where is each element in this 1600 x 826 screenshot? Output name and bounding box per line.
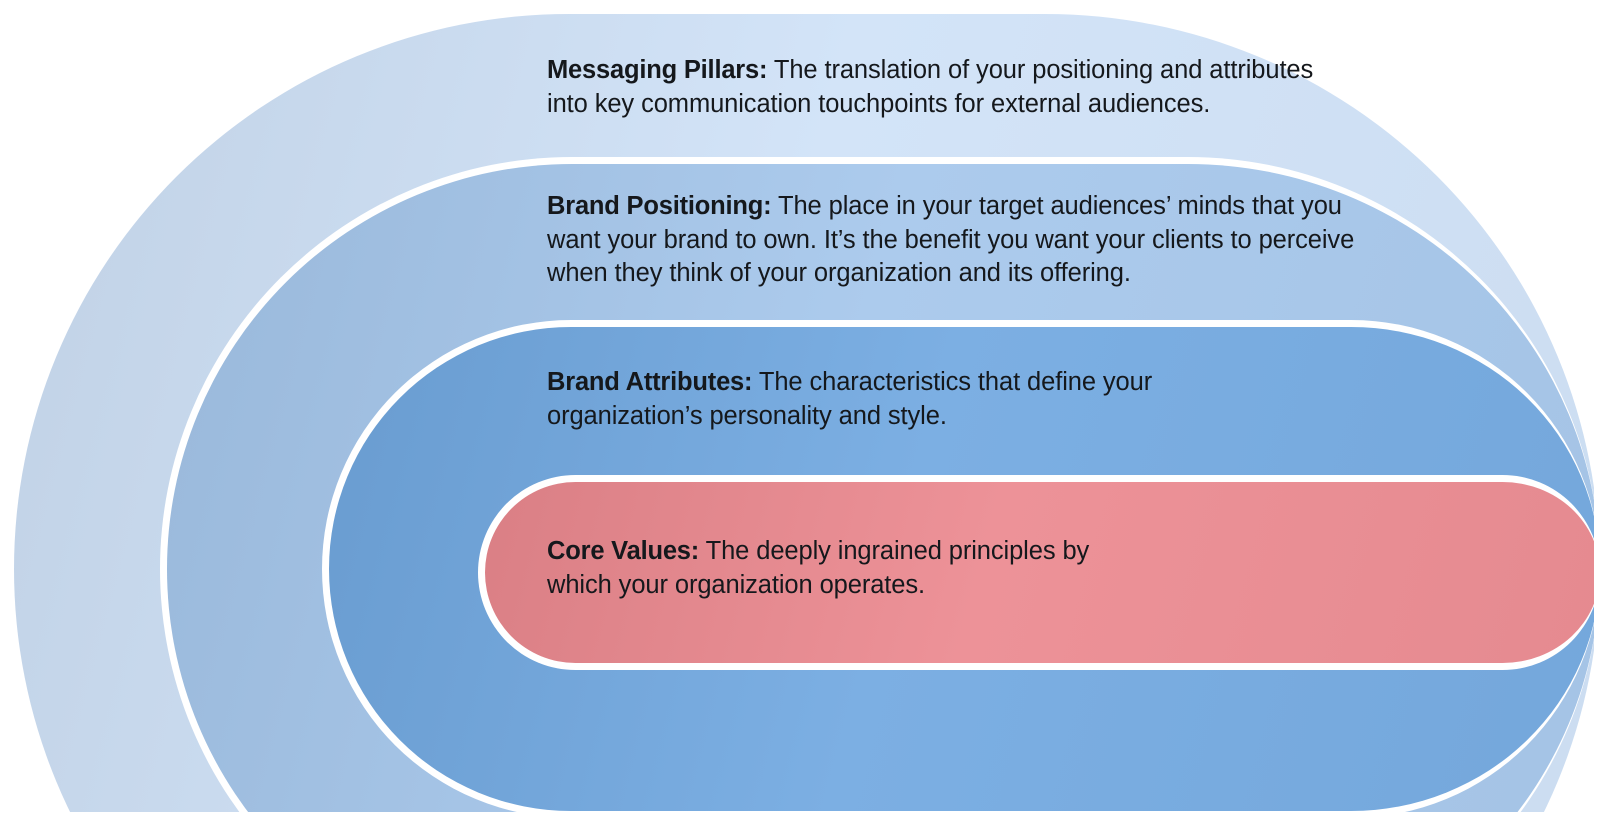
description-core-values: The deeply ingrained principles by which… xyxy=(547,537,1090,599)
label-messaging-pillars: Messaging Pillars: The translation of yo… xyxy=(547,54,1337,121)
description-brand-positioning: The place in your target audiences’ mind… xyxy=(547,192,1355,287)
label-brand-positioning: Brand Positioning: The place in your tar… xyxy=(547,190,1367,291)
term-brand-positioning: Brand Positioning: xyxy=(547,192,772,220)
term-brand-attributes: Brand Attributes: xyxy=(547,368,753,396)
label-brand-attributes: Brand Attributes: The characteristics th… xyxy=(547,366,1207,433)
label-core-values: Core Values: The deeply ingrained princi… xyxy=(547,535,1147,602)
band-core-values[interactable] xyxy=(478,475,1600,670)
bottom-margin-trim xyxy=(0,812,1600,826)
term-core-values: Core Values: xyxy=(547,537,700,565)
description-messaging-pillars: The translation of your positioning and … xyxy=(547,56,1314,118)
right-margin-trim xyxy=(1594,0,1600,812)
description-brand-attributes: The characteristics that define your org… xyxy=(547,368,1153,430)
term-messaging-pillars: Messaging Pillars: xyxy=(547,56,768,84)
